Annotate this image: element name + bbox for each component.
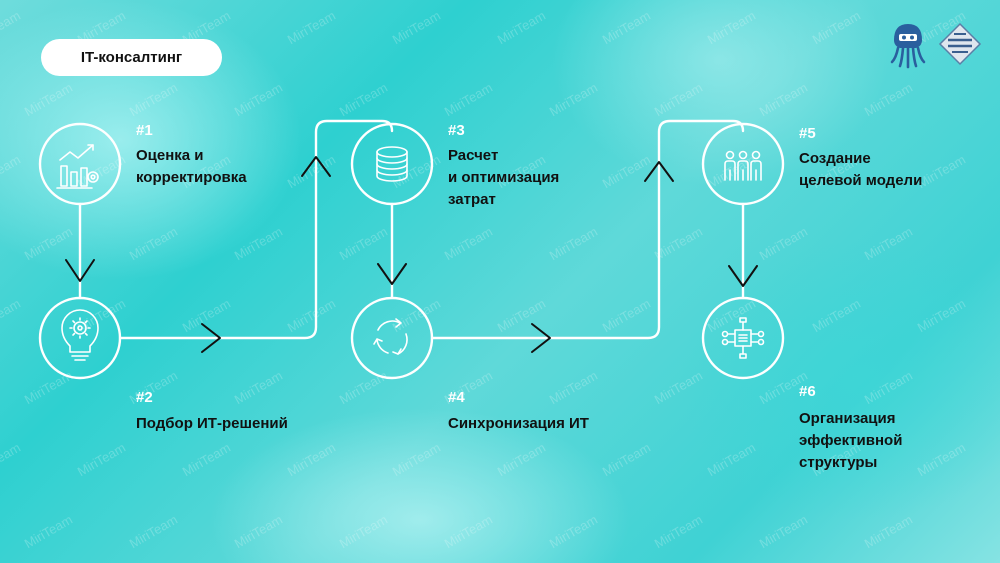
step-6-number: #6 <box>799 383 816 400</box>
step-3-number: #3 <box>448 122 465 139</box>
section-title: IT-консалтинг <box>80 49 183 66</box>
diamond-logo-icon <box>938 22 982 66</box>
step-5-circle <box>701 122 785 206</box>
octopus-logo-icon <box>890 24 926 69</box>
arrow-down <box>377 263 407 285</box>
lightbulb-gear-icon <box>61 309 99 361</box>
step-5-number: #5 <box>799 125 816 142</box>
structure-network-icon <box>721 317 765 359</box>
step-4-title: Синхронизация ИТ <box>448 415 589 432</box>
step-1-circle <box>38 122 122 206</box>
step-4-circle <box>350 296 434 380</box>
step-3-circle <box>350 122 434 206</box>
chart-growth-icon <box>56 144 99 189</box>
people-group-icon <box>724 150 762 181</box>
arrow-right <box>531 323 551 353</box>
coin-stack-icon <box>376 146 408 182</box>
step-2-number: #2 <box>136 389 153 406</box>
arrow-down <box>65 259 95 282</box>
brand-logos <box>890 22 982 69</box>
arrow-up <box>644 161 674 182</box>
step-4-number: #4 <box>448 389 465 406</box>
step-2-circle <box>38 296 122 380</box>
step-2-title: Подбор ИТ-решений <box>136 415 288 432</box>
arrow-down <box>728 265 758 287</box>
sync-cycle-icon <box>373 318 408 355</box>
arrow-right <box>201 323 221 353</box>
step-6-circle <box>701 296 785 380</box>
step-1-number: #1 <box>136 122 153 139</box>
section-title-pill: IT-консалтинг <box>41 39 222 76</box>
arrow-up <box>301 156 331 177</box>
